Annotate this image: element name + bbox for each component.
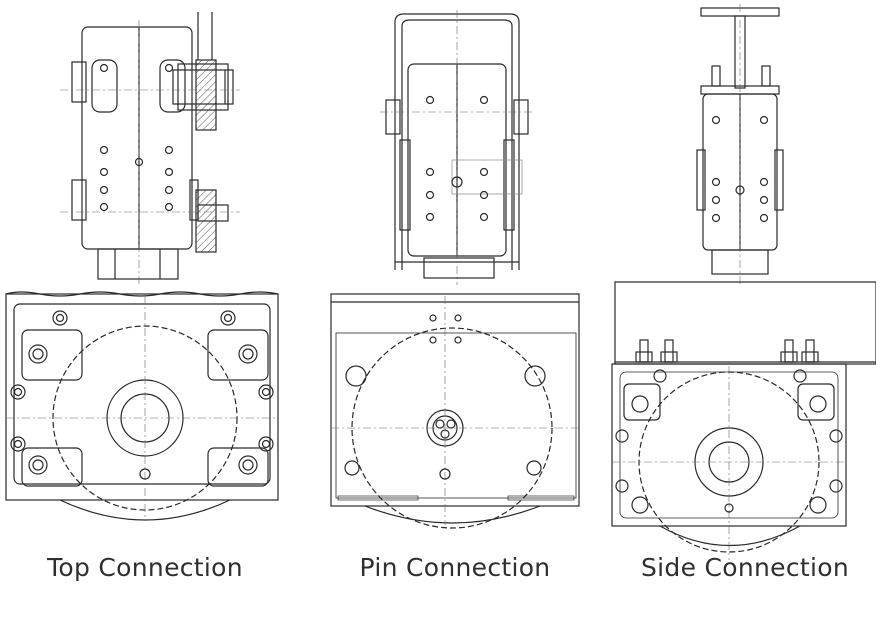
caption-pin-connection: Pin Connection [359,553,551,582]
pin-side-view [380,10,535,285]
side-side-view [696,4,784,285]
top-front-view [5,291,279,521]
top-connection-drawing [5,12,279,521]
side-front-view [611,281,876,560]
pin-connection-drawing [330,10,580,529]
side-connection-drawing [611,4,876,560]
top-side-view [60,12,240,285]
caption-side-connection: Side Connection [641,553,849,582]
pin-front-view [330,293,580,529]
caption-top-connection: Top Connection [47,553,243,582]
